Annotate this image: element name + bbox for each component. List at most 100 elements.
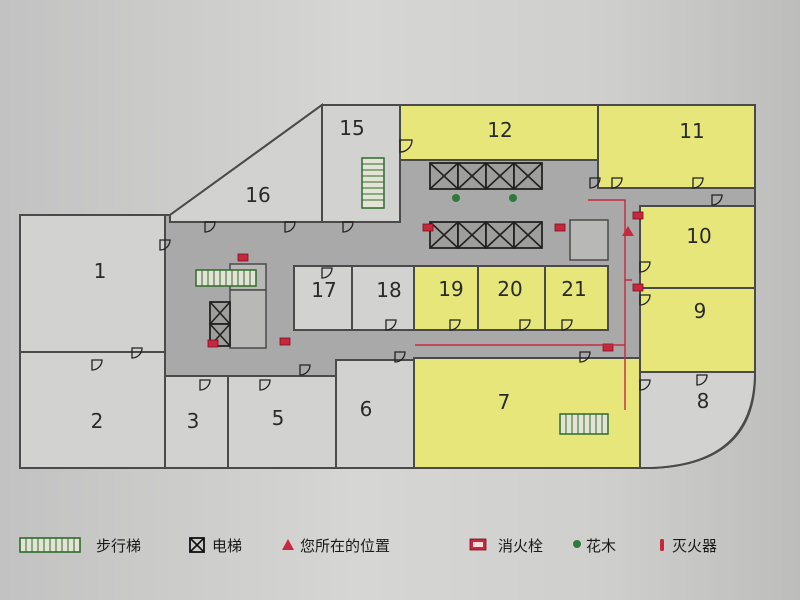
room-label-15: 15 bbox=[339, 116, 364, 140]
fire-hydrant-icon bbox=[469, 538, 487, 551]
legend-label: 您所在的位置 bbox=[300, 537, 390, 555]
door-icon bbox=[692, 177, 704, 189]
elevator-icon bbox=[429, 221, 459, 249]
door-icon bbox=[639, 294, 651, 306]
room-6 bbox=[335, 359, 415, 469]
restroom-block bbox=[229, 289, 267, 349]
legend-item: 步行梯 bbox=[19, 537, 141, 555]
door-icon bbox=[449, 319, 461, 331]
legend-item: 花木 bbox=[573, 537, 616, 555]
you-are-here-icon bbox=[282, 539, 294, 550]
door-icon bbox=[131, 347, 143, 359]
room-label-16: 16 bbox=[245, 183, 270, 207]
fire-hydrant-icon bbox=[237, 253, 249, 262]
door-icon bbox=[284, 221, 296, 233]
legend-label: 步行梯 bbox=[96, 537, 141, 555]
room-label-19: 19 bbox=[438, 277, 463, 301]
door-icon bbox=[561, 319, 573, 331]
room-label-11: 11 bbox=[679, 119, 704, 143]
door-icon bbox=[519, 319, 531, 331]
fire-hydrant-icon bbox=[632, 283, 644, 292]
legend-item: 您所在的位置 bbox=[282, 537, 390, 555]
you-are-here-icon bbox=[622, 226, 634, 236]
room-label-5: 5 bbox=[272, 406, 285, 430]
door-icon bbox=[159, 239, 171, 251]
fixtures bbox=[91, 139, 723, 435]
room-label-6: 6 bbox=[360, 397, 373, 421]
door-icon bbox=[199, 379, 211, 391]
room-label-7: 7 bbox=[498, 390, 511, 414]
room-label-3: 3 bbox=[187, 409, 200, 433]
legend: 步行梯 电梯 您所在的位置 消火栓 花木 灭火器 bbox=[19, 537, 717, 555]
room-label-1: 1 bbox=[94, 259, 107, 283]
room-label-2: 2 bbox=[91, 409, 104, 433]
door-icon bbox=[639, 261, 651, 273]
room-1 bbox=[19, 214, 166, 353]
legend-label: 电梯 bbox=[212, 537, 242, 555]
fire-hydrant-icon bbox=[279, 337, 291, 346]
legend-label: 消火栓 bbox=[498, 537, 543, 555]
legend-item: 消火栓 bbox=[469, 537, 543, 555]
legend-item: 电梯 bbox=[189, 537, 242, 555]
plant-icon bbox=[452, 194, 460, 202]
door-icon bbox=[611, 177, 623, 189]
fire-hydrant-icon bbox=[422, 223, 434, 232]
fire-hydrant-icon bbox=[602, 343, 614, 352]
room-8 bbox=[639, 371, 757, 469]
door-icon bbox=[696, 374, 708, 386]
evacuation-route bbox=[415, 199, 634, 410]
elevator-icon bbox=[485, 221, 515, 249]
fire-hydrant-icon bbox=[207, 339, 219, 348]
door-icon bbox=[589, 177, 601, 189]
room-label-20: 20 bbox=[497, 277, 522, 301]
door-icon bbox=[385, 319, 397, 331]
escalator-icon bbox=[559, 413, 609, 435]
door-icon bbox=[711, 194, 723, 206]
service-room-east bbox=[569, 219, 609, 261]
elevator-icon bbox=[457, 221, 487, 249]
room-label-17: 17 bbox=[311, 278, 336, 302]
elevator-icon bbox=[513, 162, 543, 190]
door-icon bbox=[639, 379, 651, 391]
door-icon bbox=[299, 364, 311, 376]
door-icon bbox=[342, 221, 354, 233]
fire-extinguisher-icon bbox=[660, 539, 664, 551]
room-7 bbox=[413, 357, 641, 469]
room-21 bbox=[544, 265, 609, 331]
door-icon bbox=[204, 221, 216, 233]
elevator-icon bbox=[429, 162, 459, 190]
room-label-8: 8 bbox=[697, 389, 710, 413]
evacuation-route-line bbox=[415, 199, 632, 410]
room-label-9: 9 bbox=[694, 299, 707, 323]
room-10 bbox=[639, 205, 756, 289]
room-label-18: 18 bbox=[376, 278, 401, 302]
elevator-icon bbox=[209, 301, 231, 325]
legend-label: 花木 bbox=[586, 537, 616, 555]
room-11 bbox=[597, 104, 756, 189]
door-icon bbox=[321, 267, 333, 279]
door-icon bbox=[259, 379, 271, 391]
fire-hydrant-icon bbox=[554, 223, 566, 232]
room-label-12: 12 bbox=[487, 118, 512, 142]
plant-icon bbox=[573, 540, 581, 548]
room-label-21: 21 bbox=[561, 277, 586, 301]
elevator-icon bbox=[513, 221, 543, 249]
escalator-icon bbox=[361, 157, 385, 209]
room-16 bbox=[169, 103, 323, 223]
legend-label: 灭火器 bbox=[672, 537, 717, 555]
door-icon bbox=[394, 351, 406, 363]
legend-item: 灭火器 bbox=[660, 537, 717, 555]
fire-hydrant-icon bbox=[632, 211, 644, 220]
escalator-icon bbox=[19, 537, 81, 553]
door-icon bbox=[579, 351, 591, 363]
rooms bbox=[19, 103, 757, 469]
elevator-icon bbox=[485, 162, 515, 190]
elevator-icon bbox=[189, 537, 205, 553]
escalator-icon bbox=[195, 269, 257, 287]
room-label-10: 10 bbox=[686, 224, 711, 248]
elevator-icon bbox=[457, 162, 487, 190]
plant-icon bbox=[509, 194, 517, 202]
door-icon bbox=[399, 139, 413, 153]
